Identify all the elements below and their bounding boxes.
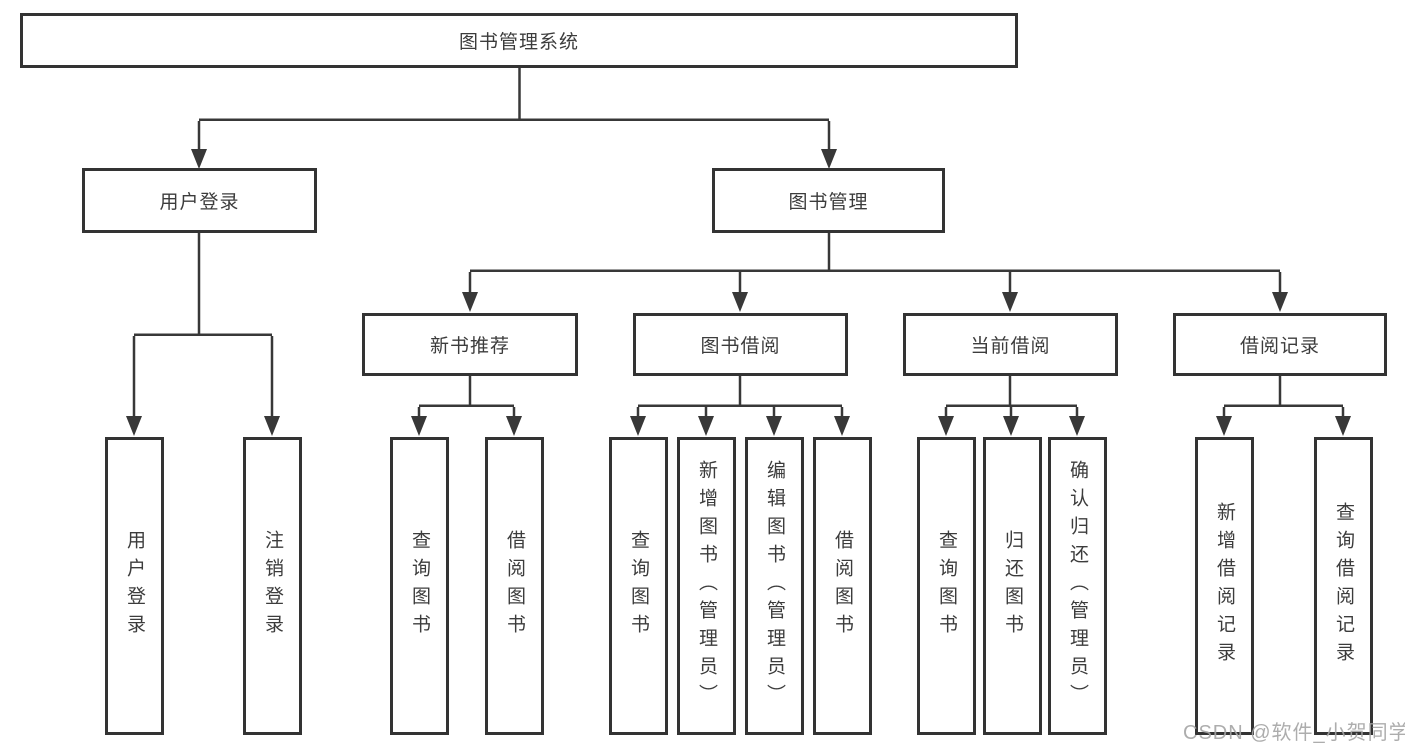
leaf-label: 注销登录 xyxy=(262,530,283,642)
leaf-label: 新增图书（管理员） xyxy=(696,460,717,712)
leaf-borrow-books: 借阅图书 xyxy=(813,437,872,735)
leaf-label: 借阅图书 xyxy=(504,530,525,642)
node-label: 借阅记录 xyxy=(1239,336,1320,357)
leaf-add-borrow-record: 新增借阅记录 xyxy=(1195,437,1254,735)
node-label: 当前借阅 xyxy=(970,336,1051,357)
node-root-system: 图书管理系统 xyxy=(20,13,1018,68)
leaf-query-books: 查询图书 xyxy=(609,437,668,735)
leaf-label: 确认归还（管理员） xyxy=(1067,460,1088,712)
node-new-book-recommendation: 新书推荐 xyxy=(362,313,578,376)
node-label: 图书管理 xyxy=(788,192,869,213)
leaf-confirm-return-admin: 确认归还（管理员） xyxy=(1048,437,1107,735)
node-root-label: 图书管理系统 xyxy=(458,32,579,53)
leaf-label: 查询图书 xyxy=(936,530,957,642)
leaf-label: 借阅图书 xyxy=(832,530,853,642)
leaf-label: 编辑图书（管理员） xyxy=(764,460,785,712)
node-label: 用户登录 xyxy=(159,192,240,213)
leaf-logout: 注销登录 xyxy=(243,437,302,735)
leaf-query-borrow-record: 查询借阅记录 xyxy=(1314,437,1373,735)
leaf-label: 用户登录 xyxy=(124,530,145,642)
node-borrowing-records: 借阅记录 xyxy=(1173,313,1387,376)
leaf-label: 查询借阅记录 xyxy=(1333,502,1354,670)
node-label: 图书借阅 xyxy=(700,336,781,357)
leaf-user-login: 用户登录 xyxy=(105,437,164,735)
leaf-label: 新增借阅记录 xyxy=(1214,502,1235,670)
leaf-label: 查询图书 xyxy=(409,530,430,642)
leaf-query-books: 查询图书 xyxy=(917,437,976,735)
node-current-borrowing: 当前借阅 xyxy=(903,313,1118,376)
csdn-watermark: CSDN @软件_小贺同学 xyxy=(1183,722,1405,744)
node-label: 新书推荐 xyxy=(429,336,510,357)
node-book-borrowing: 图书借阅 xyxy=(633,313,848,376)
leaf-add-books-admin: 新增图书（管理员） xyxy=(677,437,736,735)
node-user-login-branch: 用户登录 xyxy=(82,168,317,233)
leaf-query-books: 查询图书 xyxy=(390,437,449,735)
leaf-label: 查询图书 xyxy=(628,530,649,642)
node-book-management-branch: 图书管理 xyxy=(712,168,945,233)
leaf-edit-books-admin: 编辑图书（管理员） xyxy=(745,437,804,735)
leaf-label: 归还图书 xyxy=(1002,530,1023,642)
leaf-borrow-books: 借阅图书 xyxy=(485,437,544,735)
leaf-return-books: 归还图书 xyxy=(983,437,1042,735)
